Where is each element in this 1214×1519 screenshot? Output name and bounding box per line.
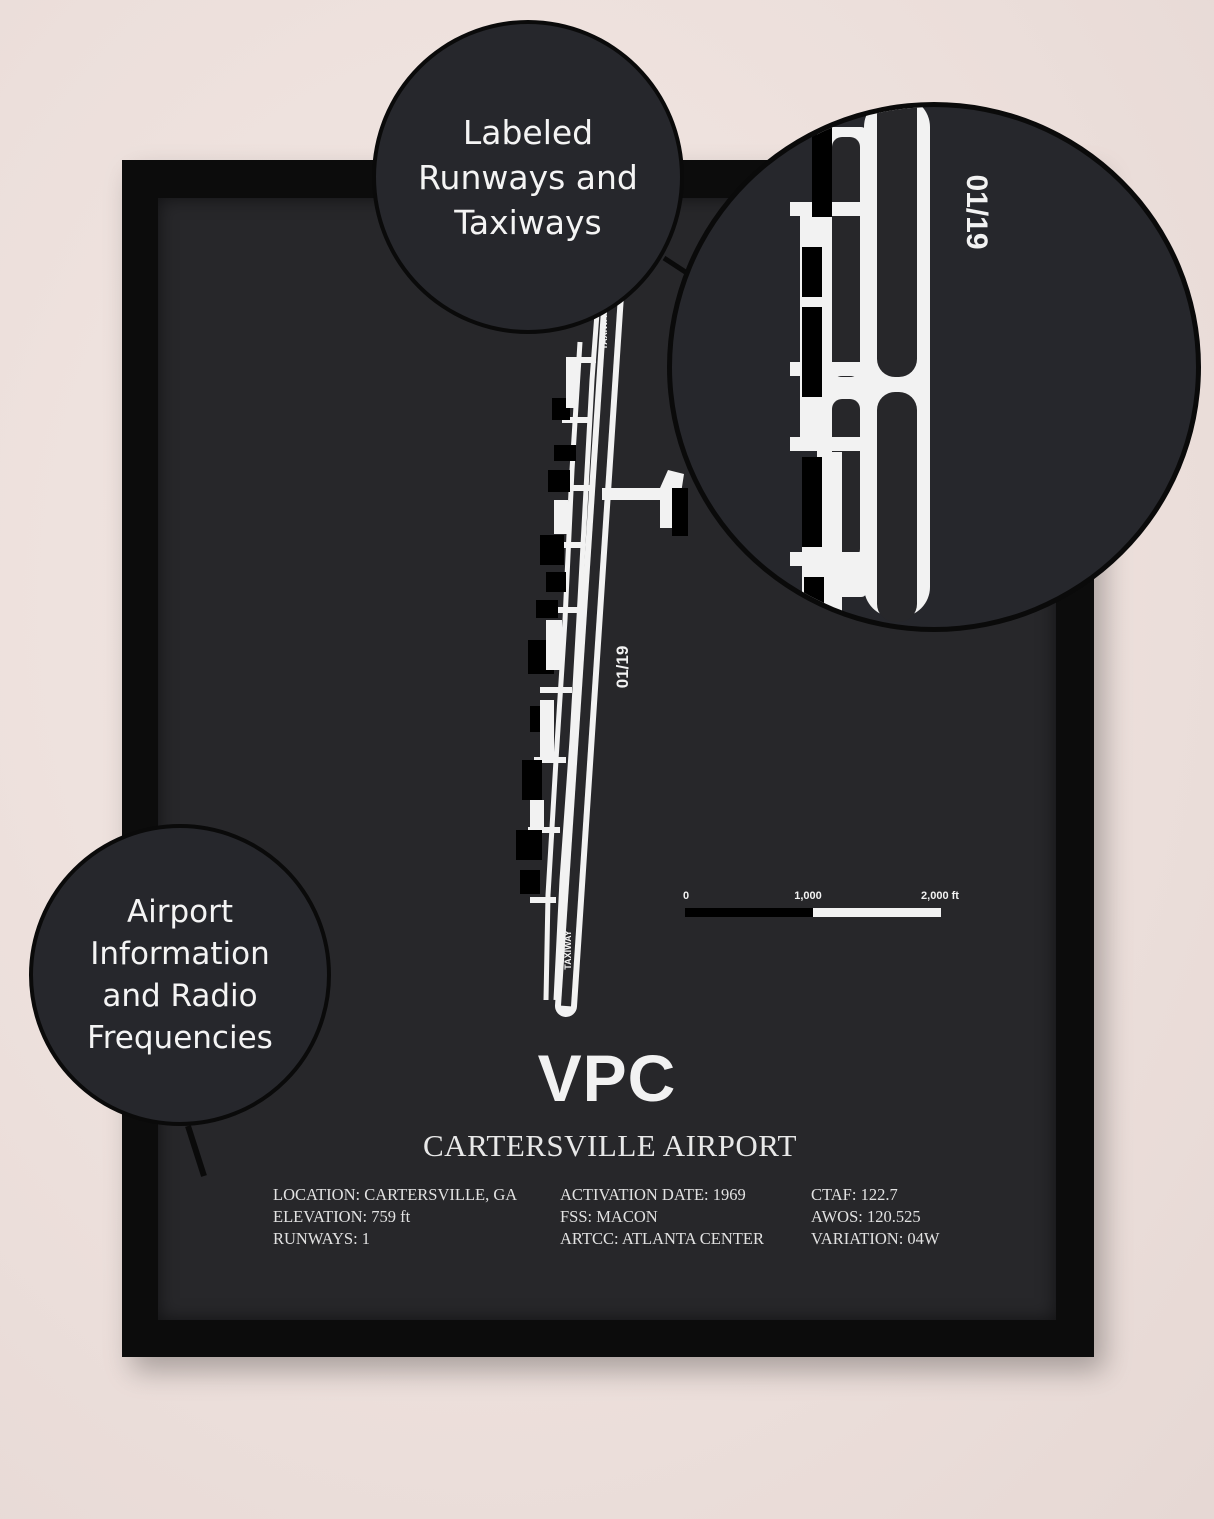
runways-callout-line-3: Taxiways (454, 202, 602, 242)
info-callout-line-3: and Radio (102, 978, 258, 1014)
info-variation: VARIATION: 04W (811, 1229, 940, 1248)
runways-callout: Labeled Runways and Taxiways (372, 20, 684, 334)
zoom-runway-label: 01/19 (960, 174, 993, 249)
terminal-apron (602, 470, 688, 536)
runway-01-19 (555, 269, 625, 1017)
info-callout-line-1: Airport (126, 894, 234, 930)
info-elevation: ELEVATION: 759 ft (273, 1207, 411, 1226)
info-artcc: ARTCC: ATLANTA CENTER (560, 1229, 764, 1248)
zoom-detail-circle: 01/19 (667, 102, 1201, 632)
scale-tick-1000: 1,000 (794, 890, 822, 902)
zoom-runway (864, 107, 930, 622)
info-awos: AWOS: 120.525 (811, 1207, 921, 1226)
info-callout-line-2: Information (90, 936, 270, 972)
info-fss: FSS: MACON (560, 1207, 658, 1226)
runway-label: 01/19 (613, 646, 632, 689)
zoomed-runway-diagram: 01/19 (790, 107, 993, 627)
airport-code: VPC (537, 1041, 677, 1115)
info-callout-line-4: Frequencies (87, 1020, 273, 1056)
info-runways: RUNWAYS: 1 (273, 1229, 371, 1248)
scale-bar: 0 1,000 2,000 ft (683, 890, 959, 917)
airport-name: CARTERSVILLE AIRPORT (423, 1128, 797, 1163)
info-location: LOCATION: CARTERSVILLE, GA (273, 1185, 518, 1204)
info-column-activation: ACTIVATION DATE: 1969 FSS: MACON ARTCC: … (560, 1184, 764, 1250)
info-ctaf: CTAF: 122.7 (811, 1185, 898, 1204)
taxiway-label-north: TAXIWAY (599, 310, 609, 350)
info-column-location: LOCATION: CARTERSVILLE, GA ELEVATION: 75… (273, 1184, 517, 1250)
hangar-outlines (530, 360, 578, 830)
taxiway-label-south: TAXIWAY (563, 930, 573, 970)
info-callout: Airport Information and Radio Frequencie… (29, 824, 331, 1126)
info-activation-date: ACTIVATION DATE: 1969 (560, 1185, 746, 1204)
info-column-radio: CTAF: 122.7 AWOS: 120.525 VARIATION: 04W (811, 1184, 939, 1250)
info-callout-pointer (185, 1125, 207, 1177)
runways-callout-line-1: Labeled (462, 112, 594, 152)
scale-tick-2000: 2,000 ft (921, 890, 959, 902)
scale-tick-0: 0 (683, 890, 689, 902)
runways-callout-line-2: Runways and (418, 157, 638, 197)
